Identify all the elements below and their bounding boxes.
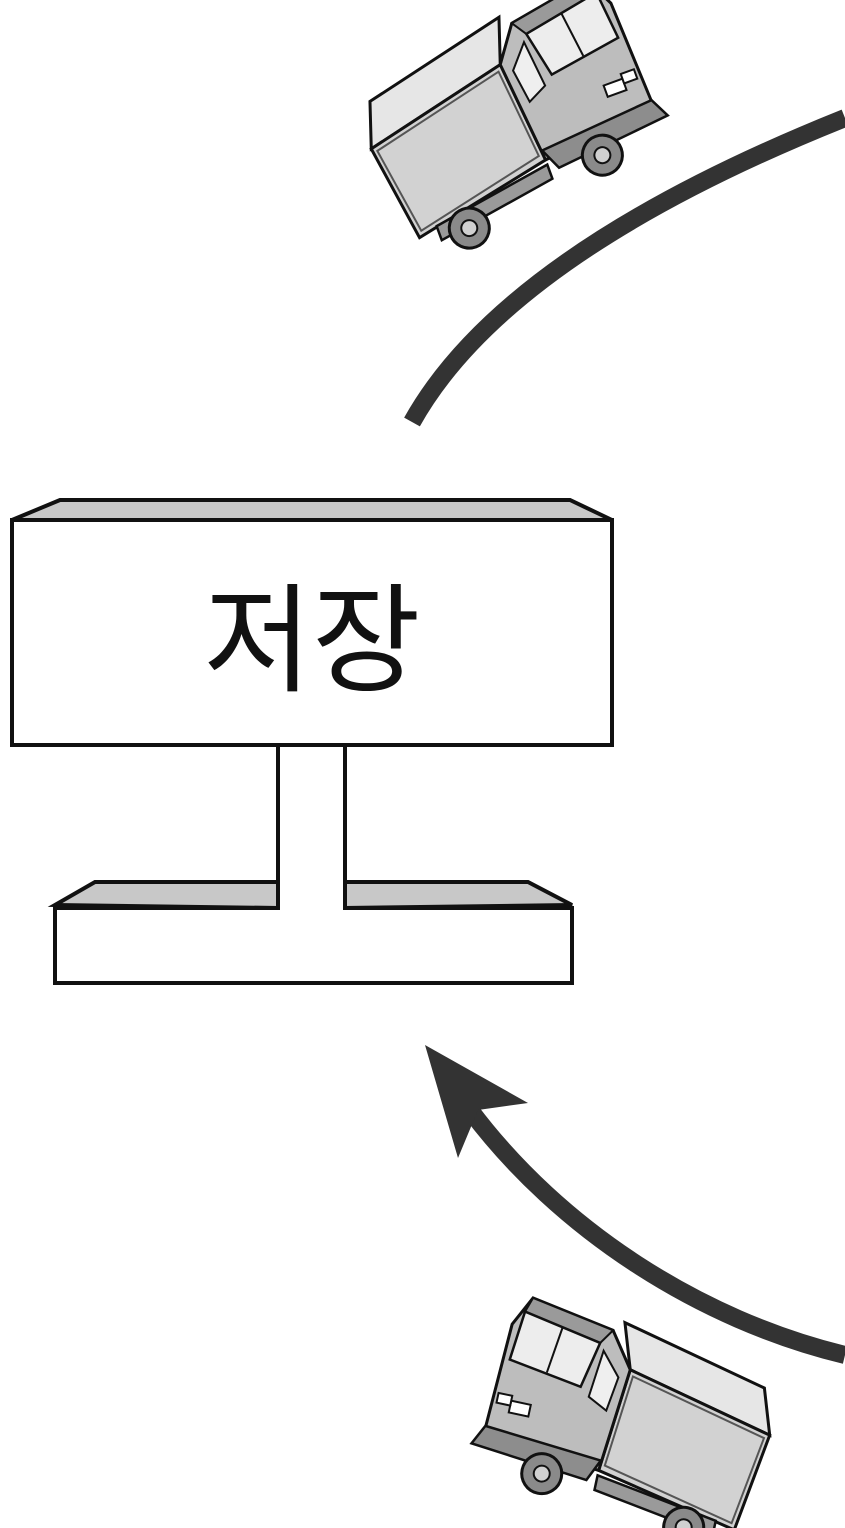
sign-label: 저장 [203,572,420,710]
sign-board [10,518,614,747]
sign-post [276,743,347,912]
arrowhead-icon [425,1045,528,1158]
incoming-path-line [404,109,845,427]
truck-top-icon [340,0,690,271]
sign-base [53,906,574,985]
storage-sign: 저장 [10,498,614,985]
outgoing-arrow-line [462,1104,845,1364]
